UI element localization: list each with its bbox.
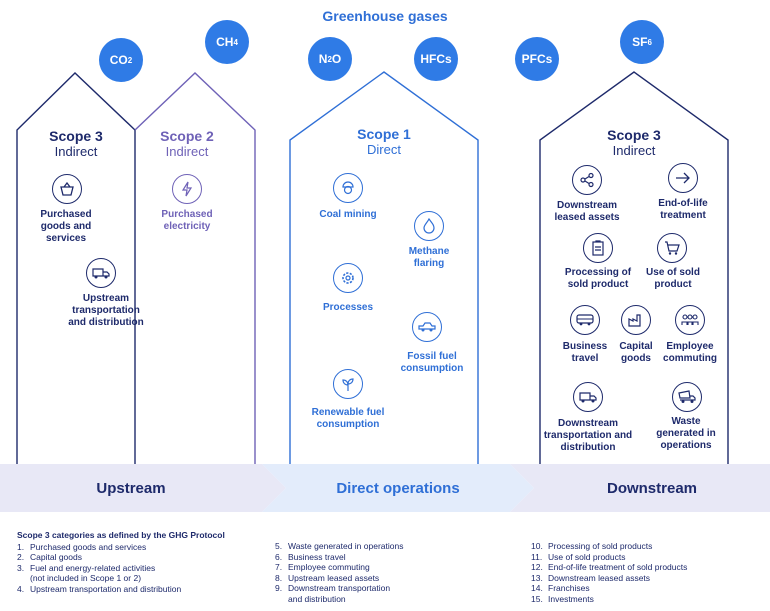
scope2-subtitle: Indirect (165, 144, 209, 159)
item-upstream-transport: Upstream transportation and distribution (68, 293, 144, 328)
item-waste-generated: Waste generated in operations (656, 416, 716, 451)
item-capital-goods: Capital goods (619, 341, 653, 364)
footnote-item: and distribution (288, 593, 346, 604)
footnote-item: 7.Employee commuting (275, 562, 370, 572)
factory-icon (621, 305, 651, 335)
plant-icon (333, 369, 363, 399)
item-downstream-transport: Downstream transportation and distributi… (543, 418, 633, 453)
scope1-title: Scope 1 (357, 126, 411, 142)
footnote-item: 2.Capital goods (17, 552, 82, 562)
item-processes: Processes (322, 302, 374, 313)
lightning-icon (172, 174, 202, 204)
scope3-upstream-header: Scope 3 Indirect (17, 128, 135, 160)
item-downstream-leased: Downstream leased assets (554, 200, 620, 223)
footnote-item: 10.Processing of sold products (531, 541, 653, 551)
footnote-item: 14.Franchises (531, 583, 590, 593)
band-upstream-label: Upstream (96, 479, 166, 497)
scope2-header: Scope 2 Indirect (150, 128, 224, 160)
scope2-outline (134, 72, 256, 465)
diagram-title: Greenhouse gases (322, 8, 448, 24)
footnote-col1: Scope 3 categories as defined by the GHG… (17, 530, 267, 594)
scope3-downstream-outline (539, 71, 729, 465)
item-fossil-fuel: Fossil fuel consumption (400, 351, 464, 374)
footnote-item: 1.Purchased goods and services (17, 541, 147, 552)
scope1-subtitle: Direct (367, 142, 401, 157)
footnote-item: 4.Upstream transportation and distributi… (17, 583, 182, 594)
scope3-downstream-title: Scope 3 (607, 127, 661, 143)
truck-icon (573, 382, 603, 412)
item-processing-sold: Processing of sold product (564, 267, 632, 290)
truck-icon (86, 258, 116, 288)
footnote-item: 6.Business travel (275, 551, 346, 562)
people-icon (675, 305, 705, 335)
gas-pfcs: PFCs (515, 37, 559, 81)
scope3-upstream-subtitle: Indirect (54, 144, 98, 159)
item-renewable-fuel: Renewable fuel consumption (311, 407, 385, 430)
band-direct (262, 464, 534, 512)
scope1-outline (289, 71, 479, 465)
footnote-item: 13.Downstream leased assets (531, 572, 651, 583)
miner-icon (333, 173, 363, 203)
car-icon (412, 312, 442, 342)
dumptruck-icon (672, 382, 702, 412)
basket-icon (52, 174, 82, 204)
item-end-of-life: End-of-life treatment (658, 198, 708, 221)
item-employee-commuting: Employee commuting (663, 341, 717, 364)
item-purchased-electricity: Purchased electricity (161, 209, 213, 232)
footnote-item: 5.Waste generated in operations (275, 541, 404, 551)
footnote-item: 9.Downstream transportation (275, 583, 391, 593)
footnote-item: 8.Upstream leased assets (275, 572, 380, 583)
bus-icon (570, 305, 600, 335)
flame-icon (414, 211, 444, 241)
item-methane-flaring: Methane flaring (408, 246, 450, 269)
footnote-col2: 5.Waste generated in operations 6.Busine… (275, 541, 515, 604)
clipboard-icon (583, 233, 613, 263)
footnote-col3: 10.Processing of sold products 11.Use of… (531, 541, 766, 604)
band-downstream (510, 464, 770, 512)
band-downstream-label: Downstream (606, 479, 698, 497)
item-purchased-goods: Purchased goods and services (40, 209, 92, 244)
gear-icon (333, 263, 363, 293)
scope3-downstream-header: Scope 3 Indirect (584, 127, 684, 159)
item-coal-mining: Coal mining (319, 209, 377, 220)
footnote-item: 15.Investments (531, 593, 594, 604)
scope3-upstream-outline (16, 72, 136, 465)
item-business-travel: Business travel (562, 341, 608, 364)
footnote-heading: Scope 3 categories as defined by the GHG… (17, 530, 225, 540)
scope3-upstream-title: Scope 3 (49, 128, 103, 144)
cart-icon (657, 233, 687, 263)
band-upstream (0, 464, 286, 512)
scope1-header: Scope 1 Direct (334, 126, 434, 158)
scope3-downstream-subtitle: Indirect (612, 143, 656, 158)
gas-hfcs: HFCs (414, 37, 458, 81)
scope2-title: Scope 2 (160, 128, 214, 144)
arrow-icon (668, 163, 698, 193)
footnote-item: 11.Use of sold products (531, 551, 626, 562)
footnote-item: (not included in Scope 1 or 2) (30, 573, 142, 583)
share-icon (572, 165, 602, 195)
footnote-item: 3.Fuel and energy-related activities (17, 562, 156, 573)
band-direct-label: Direct operations (336, 479, 460, 497)
item-use-sold: Use of sold product (646, 267, 700, 290)
footnote-item: 12.End-of-life treatment of sold product… (531, 562, 688, 572)
